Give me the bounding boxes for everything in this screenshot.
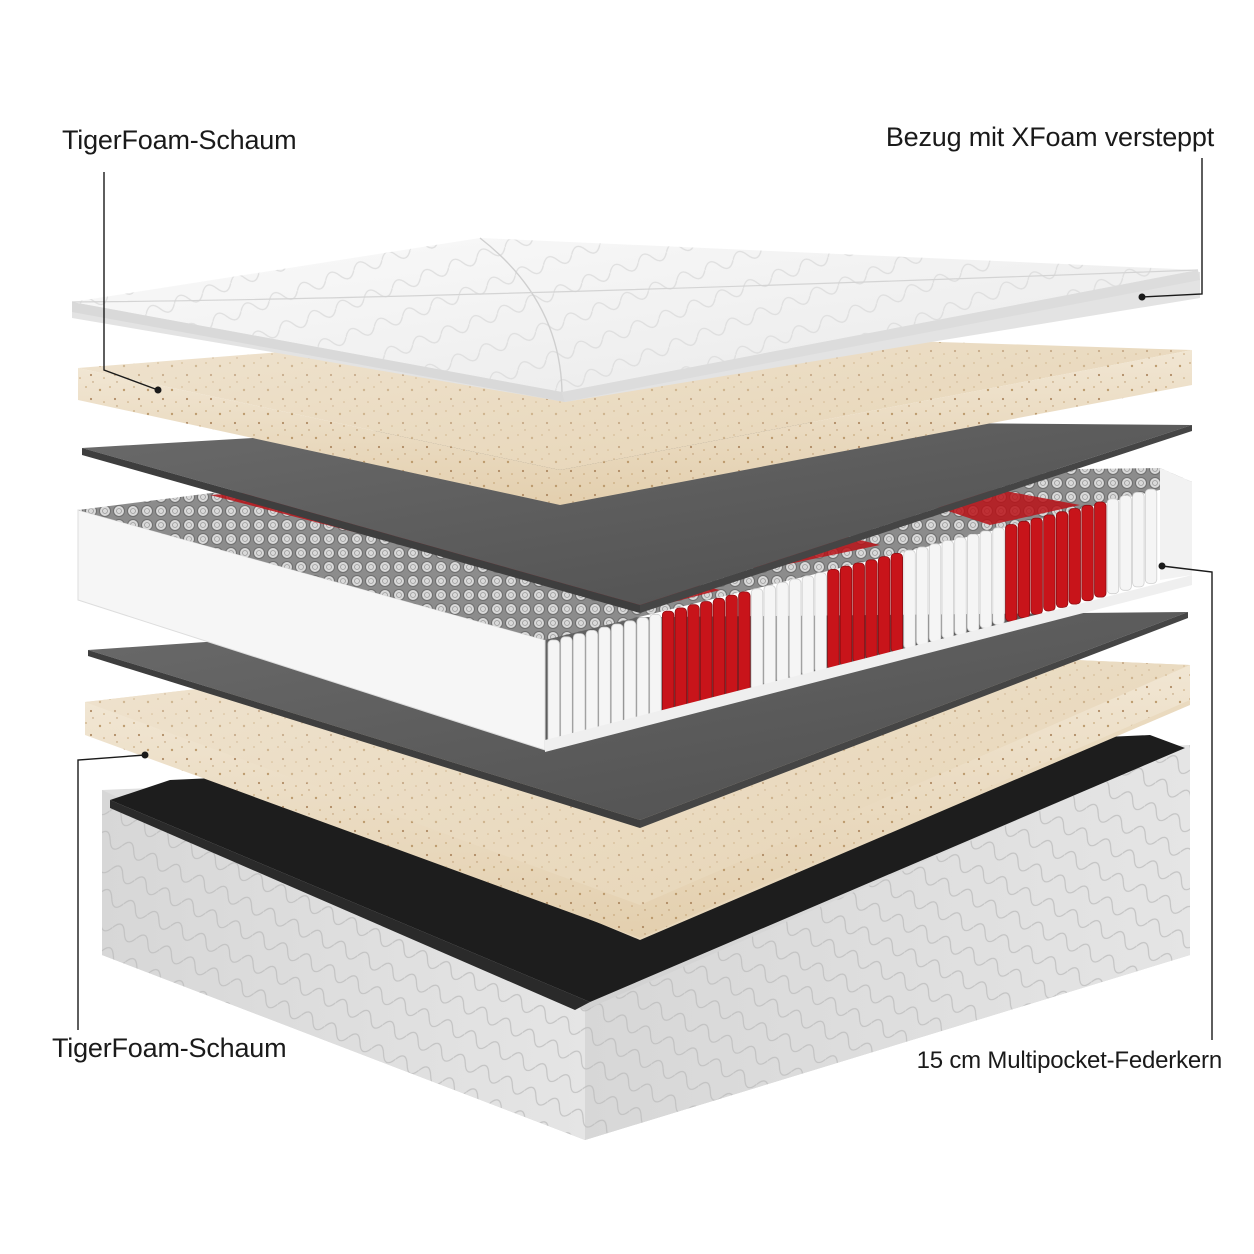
spring-pocket-white (1119, 495, 1132, 591)
spring-pocket-red (827, 569, 840, 670)
spring-pocket-white (573, 633, 586, 739)
spring-pocket-red (839, 565, 853, 667)
spring-front-face (547, 488, 1158, 746)
spring-pocket-white (979, 530, 992, 629)
spring-pocket-red (1081, 504, 1094, 602)
spring-pocket-white (1106, 498, 1120, 595)
spring-pocket-white (750, 588, 764, 691)
callout-line-bottom-right (1161, 565, 1213, 1040)
spring-pocket-red (738, 591, 751, 694)
spring-pocket-white (954, 536, 967, 636)
spring-pocket-red (1055, 511, 1069, 608)
callout-lines (77, 158, 1213, 1040)
spring-pocket-white (763, 585, 776, 687)
label-cover-xfoam: Bezug mit XFoam versteppt (885, 122, 1214, 152)
spring-pocket-red (890, 553, 903, 653)
spring-pocket-red (1017, 520, 1031, 619)
spring-pocket-red (1094, 501, 1107, 598)
spring-pocket-red (712, 597, 726, 701)
callout-line-top-left (103, 172, 159, 391)
callout-line-bottom-left (77, 754, 146, 1030)
callout-line-top-right (1141, 158, 1203, 298)
spring-pocket-red (878, 556, 891, 656)
spring-pocket-white (598, 626, 611, 732)
spring-pocket-red (1043, 514, 1056, 612)
cover-layer (71, 237, 1200, 402)
label-tigerfoam-bottom: TigerFoam-Schaum (52, 1033, 287, 1063)
callout-dots (141, 293, 1166, 759)
spring-pocket-white (789, 578, 802, 680)
spring-pocket-white (547, 639, 560, 746)
spring-pocket-red (1068, 508, 1081, 605)
spring-pocket-white (941, 540, 954, 639)
spring-pocket-red (865, 559, 878, 660)
spring-pocket-white (903, 549, 916, 650)
spring-pocket-red (1030, 517, 1043, 615)
spring-pocket-white (776, 581, 789, 684)
spring-pocket-white (801, 575, 815, 677)
spring-pocket-red (674, 607, 687, 712)
spring-pocket-red (725, 594, 738, 698)
spring-pocket-white (611, 623, 624, 729)
spring-pocket-red (700, 601, 713, 705)
label-tigerfoam-top: TigerFoam-Schaum (62, 125, 297, 155)
spring-pocket-red (1005, 524, 1018, 622)
spring-pocket-white (1144, 488, 1158, 584)
spring-pocket-white (560, 636, 573, 742)
spring-pocket-red (687, 604, 700, 708)
felt-layer-top (82, 420, 1192, 613)
spring-pocket-white (649, 613, 662, 718)
spring-pocket-red (852, 562, 865, 663)
spring-pocket-white (992, 527, 1005, 626)
spring-pocket-red (662, 610, 675, 715)
spring-pocket-white (585, 630, 598, 736)
spring-pocket-white (916, 546, 929, 646)
spring-pocket-white (814, 572, 827, 674)
spring-pocket-white (967, 533, 980, 632)
label-pocket-spring-core: 15 cm Multipocket-Federkern (916, 1047, 1223, 1074)
spring-pocket-white (636, 617, 649, 722)
spring-pocket-white (623, 620, 637, 725)
spring-pocket-white (1132, 491, 1145, 588)
spring-pocket-white (928, 543, 942, 643)
